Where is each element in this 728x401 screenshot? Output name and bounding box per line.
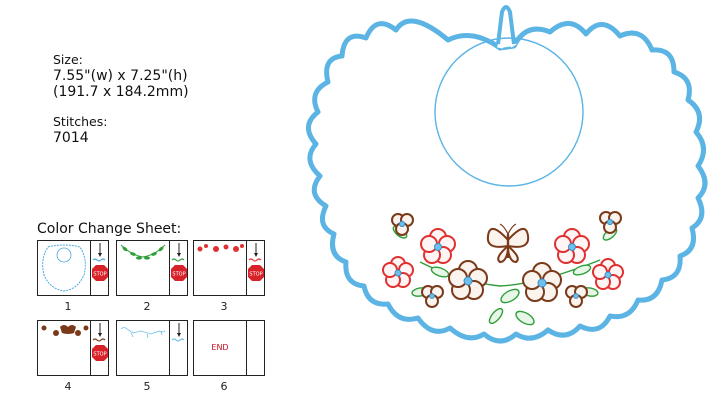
stop-icon bbox=[171, 265, 187, 281]
neck-circle bbox=[434, 37, 584, 187]
stitches-value: 7014 bbox=[53, 130, 89, 146]
step-number: 3 bbox=[220, 300, 228, 313]
card-side-strip bbox=[246, 321, 265, 375]
color-step-card-2[interactable]: STOP bbox=[116, 240, 188, 296]
stop-text: STOP bbox=[172, 272, 185, 278]
size-mm: (191.7 x 184.2mm) bbox=[53, 84, 189, 100]
color-step-card-4[interactable]: STOP bbox=[37, 320, 109, 376]
bib-outline-thumbnail bbox=[42, 244, 86, 292]
end-label: END bbox=[211, 343, 229, 352]
stop-icon bbox=[92, 345, 108, 361]
step-number: 1 bbox=[64, 300, 72, 313]
stop-text: STOP bbox=[93, 352, 106, 358]
card-side-strip: STOP bbox=[169, 241, 188, 295]
bib-design-preview bbox=[306, 5, 708, 344]
size-label: Size: bbox=[53, 52, 83, 67]
neck-slit bbox=[496, 5, 516, 45]
brown-flowers-thumbnail bbox=[41, 325, 89, 336]
card-side-strip: STOP bbox=[90, 241, 109, 295]
stitches-label: Stitches: bbox=[53, 114, 108, 129]
color-step-card-5[interactable] bbox=[116, 320, 188, 376]
light-blue-details-thumbnail bbox=[120, 327, 166, 339]
stop-icon bbox=[248, 265, 264, 281]
red-flowers bbox=[382, 228, 624, 290]
stop-icon bbox=[92, 265, 108, 281]
design-info: Size: 7.55"(w) x 7.25"(h) (191.7 x 184.2… bbox=[53, 52, 189, 146]
size-inches: 7.55"(w) x 7.25"(h) bbox=[53, 68, 188, 84]
color-step-card-3[interactable]: STOP bbox=[193, 240, 265, 296]
step-number: 5 bbox=[143, 380, 151, 393]
red-flowers-thumbnail bbox=[197, 244, 244, 252]
card-side-strip: STOP bbox=[246, 241, 265, 295]
step-number: 6 bbox=[220, 380, 228, 393]
step-number: 2 bbox=[143, 300, 151, 313]
color-step-card-1[interactable]: STOP bbox=[37, 240, 109, 296]
butterfly bbox=[486, 223, 530, 264]
color-step-card-6[interactable]: END bbox=[193, 320, 265, 376]
brown-flowers bbox=[391, 211, 622, 308]
leaves-thumbnail bbox=[120, 244, 166, 260]
end-pane: END bbox=[194, 321, 246, 375]
stop-text: STOP bbox=[93, 272, 106, 278]
card-side-strip bbox=[169, 321, 188, 375]
card-side-strip: STOP bbox=[90, 321, 109, 375]
color-sheet-title: Color Change Sheet: bbox=[37, 221, 182, 237]
step-number: 4 bbox=[64, 380, 72, 393]
stop-text: STOP bbox=[249, 272, 262, 278]
